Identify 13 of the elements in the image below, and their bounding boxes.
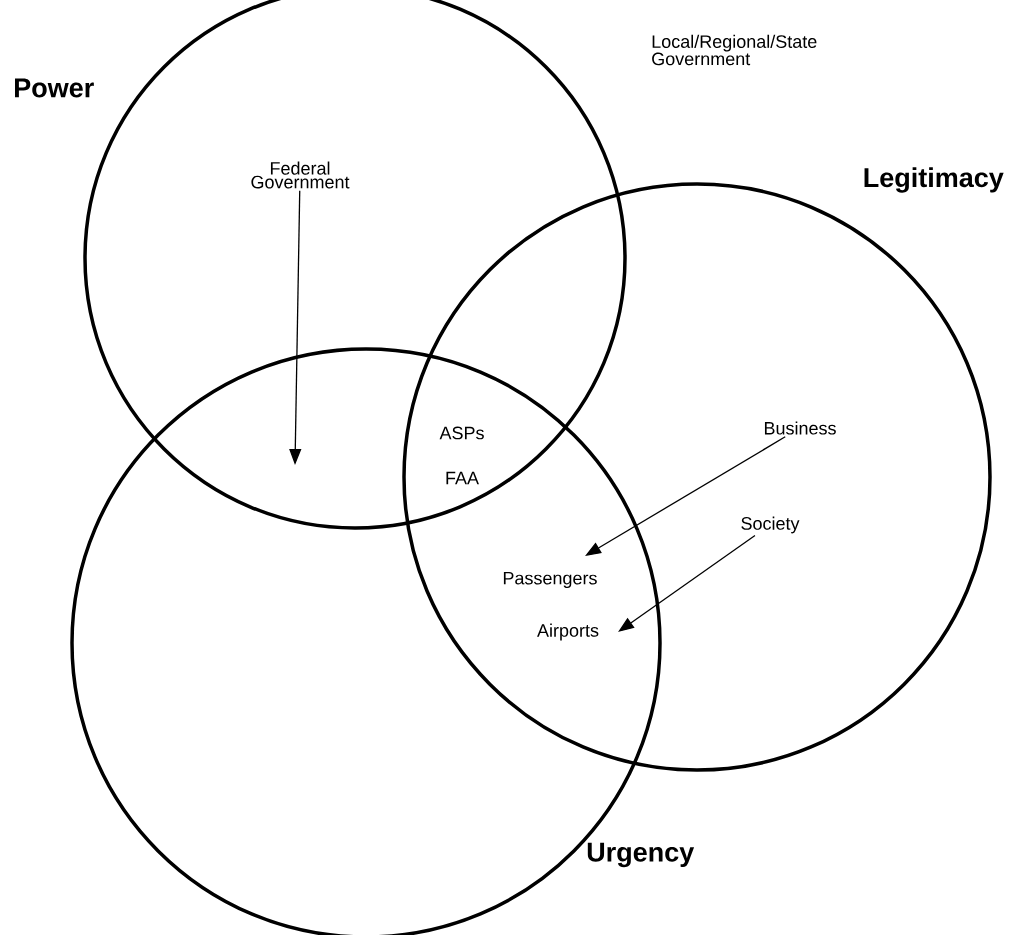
region-label: Local/Regional/State Government: [652, 34, 817, 66]
region-label: ASPs: [439, 426, 484, 440]
stakeholder-label: Federal Government: [251, 161, 350, 189]
region-label: Airports: [537, 623, 599, 641]
circle-heading: Legitimacy: [864, 167, 1004, 193]
stakeholder-label: Business: [764, 421, 836, 435]
stakeholder-label: Society: [741, 516, 800, 534]
circle-heading: Power: [15, 78, 94, 98]
arrow: [618, 534, 756, 632]
circle-heading: Urgency: [587, 842, 695, 868]
arrow: [585, 436, 786, 556]
region-label: Passengers: [503, 571, 597, 589]
region-label: FAA: [446, 471, 479, 485]
